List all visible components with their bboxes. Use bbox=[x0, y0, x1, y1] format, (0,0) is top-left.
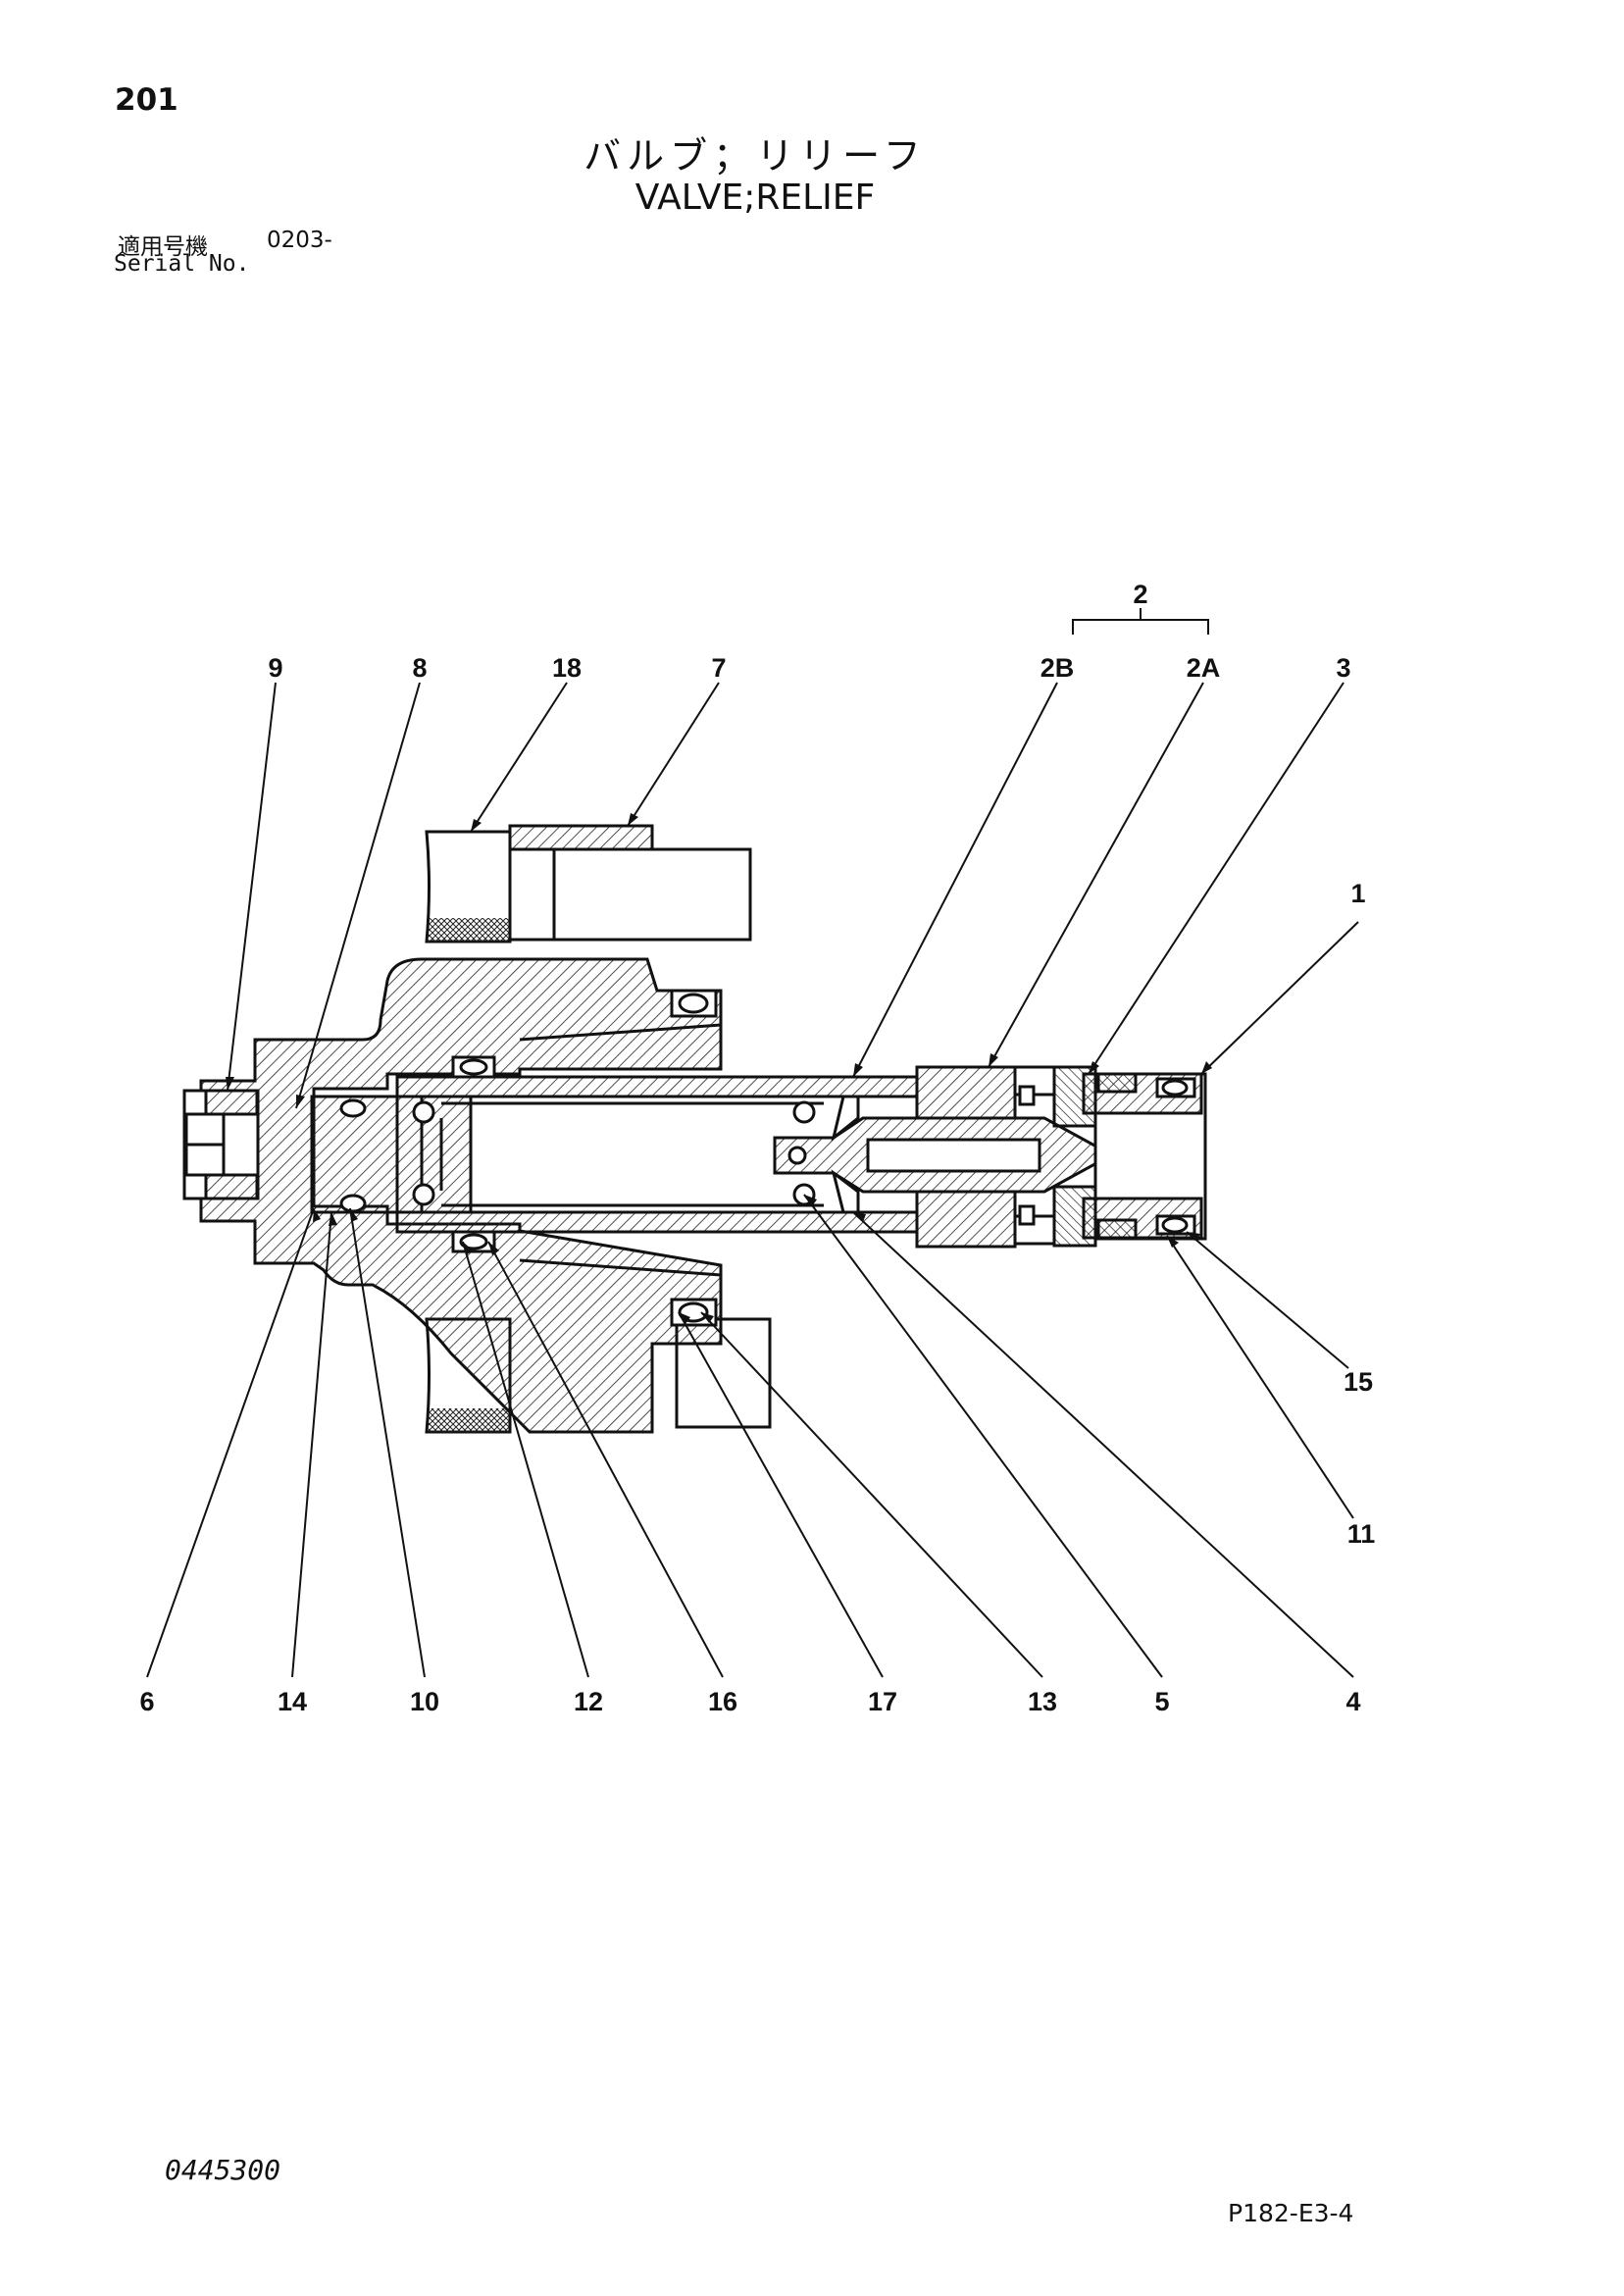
callout-7: 7 bbox=[711, 653, 726, 683]
adjusting-piston bbox=[310, 1095, 473, 1214]
leader-arrowheads bbox=[226, 813, 1212, 1324]
serial-value: 0203- bbox=[267, 228, 332, 253]
callout-4: 4 bbox=[1345, 1687, 1360, 1716]
callout-10: 10 bbox=[410, 1687, 439, 1716]
callout-labels: 2 2B 2A 3 1 7 18 8 9 15 11 6 14 10 12 16… bbox=[139, 580, 1375, 1716]
callout-15: 15 bbox=[1344, 1367, 1373, 1397]
document-number: 0445300 bbox=[165, 2154, 281, 2186]
housing-body bbox=[199, 957, 723, 1434]
callout-13: 13 bbox=[1028, 1687, 1057, 1716]
plug-cap bbox=[182, 1089, 260, 1200]
callout-9: 9 bbox=[268, 653, 282, 683]
callout-16: 16 bbox=[708, 1687, 737, 1716]
end-cap bbox=[1052, 1065, 1207, 1248]
callout-11: 11 bbox=[1347, 1519, 1376, 1549]
title-japanese: バルブ；リリーフ bbox=[584, 134, 927, 178]
callout-2b: 2B bbox=[1040, 653, 1075, 683]
callout-8: 8 bbox=[412, 653, 427, 683]
callout-12: 12 bbox=[574, 1687, 603, 1716]
callout-5: 5 bbox=[1154, 1687, 1169, 1716]
callout-17: 17 bbox=[868, 1687, 897, 1716]
sleeve-2b bbox=[395, 1075, 919, 1234]
callout-3: 3 bbox=[1336, 653, 1350, 683]
adapter-top bbox=[508, 824, 752, 942]
callout-2: 2 bbox=[1133, 580, 1147, 609]
poppet bbox=[773, 1095, 1100, 1214]
leader-lines bbox=[146, 608, 1359, 1678]
serial-label-english: Serial No. bbox=[114, 251, 250, 277]
callout-18: 18 bbox=[552, 653, 582, 683]
page-number: 201 bbox=[115, 82, 178, 118]
nut-top bbox=[425, 830, 512, 944]
callout-2a: 2A bbox=[1187, 653, 1221, 683]
callout-1: 1 bbox=[1350, 879, 1365, 908]
serial-label-japanese: 適用号機 bbox=[118, 234, 208, 260]
page-code: P182-E3-4 bbox=[1228, 2199, 1354, 2227]
title-english: VALVE;RELIEF bbox=[634, 178, 876, 218]
spring bbox=[412, 1100, 824, 1207]
callout-14: 14 bbox=[278, 1687, 307, 1716]
callout-6: 6 bbox=[139, 1687, 154, 1716]
